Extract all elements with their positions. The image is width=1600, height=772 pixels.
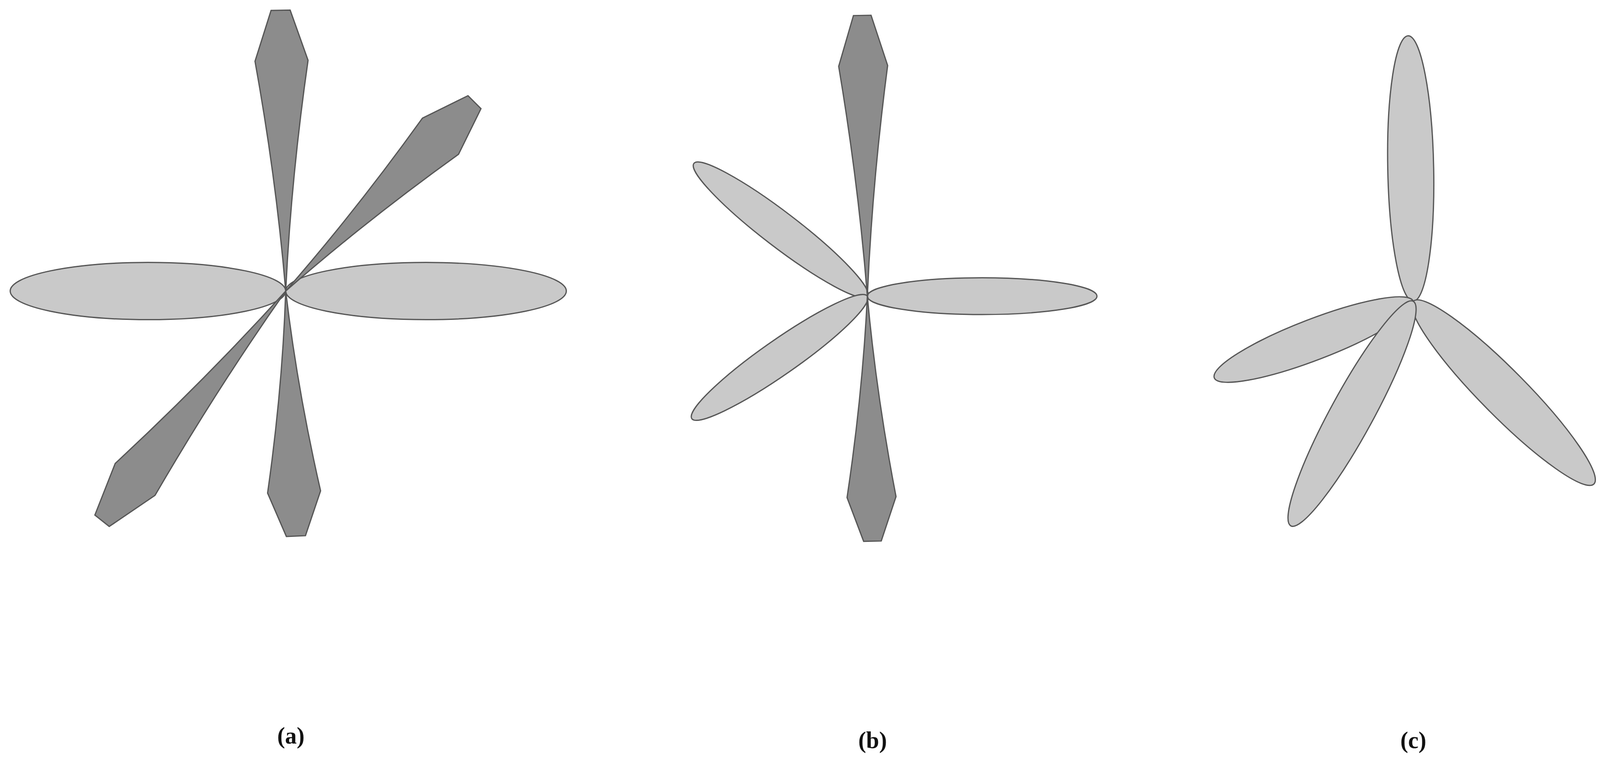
orbital-figure (1206, 35, 1600, 536)
hybrid-lobe (1272, 290, 1433, 536)
hybrid-lobe (867, 277, 1097, 315)
hybrid-lobe (1397, 285, 1600, 501)
figure-label: (a) (277, 721, 305, 749)
hybrid-lobe (285, 262, 567, 320)
p-lobe (842, 295, 897, 542)
orbital-figure (681, 14, 1097, 542)
hybrid-lobe (681, 281, 878, 433)
figure-label: (c) (1400, 726, 1427, 754)
hybrid-lobe (10, 262, 286, 320)
hybrid-lobe (1385, 35, 1437, 302)
p-lobe (259, 289, 323, 538)
orbital-figure (10, 9, 567, 538)
p-lobe (253, 9, 313, 292)
figure-label: (b) (858, 726, 888, 754)
p-lobe (837, 14, 892, 297)
p-lobe (82, 275, 306, 537)
p-lobe (267, 83, 493, 309)
hybrid-lobe (683, 149, 878, 310)
